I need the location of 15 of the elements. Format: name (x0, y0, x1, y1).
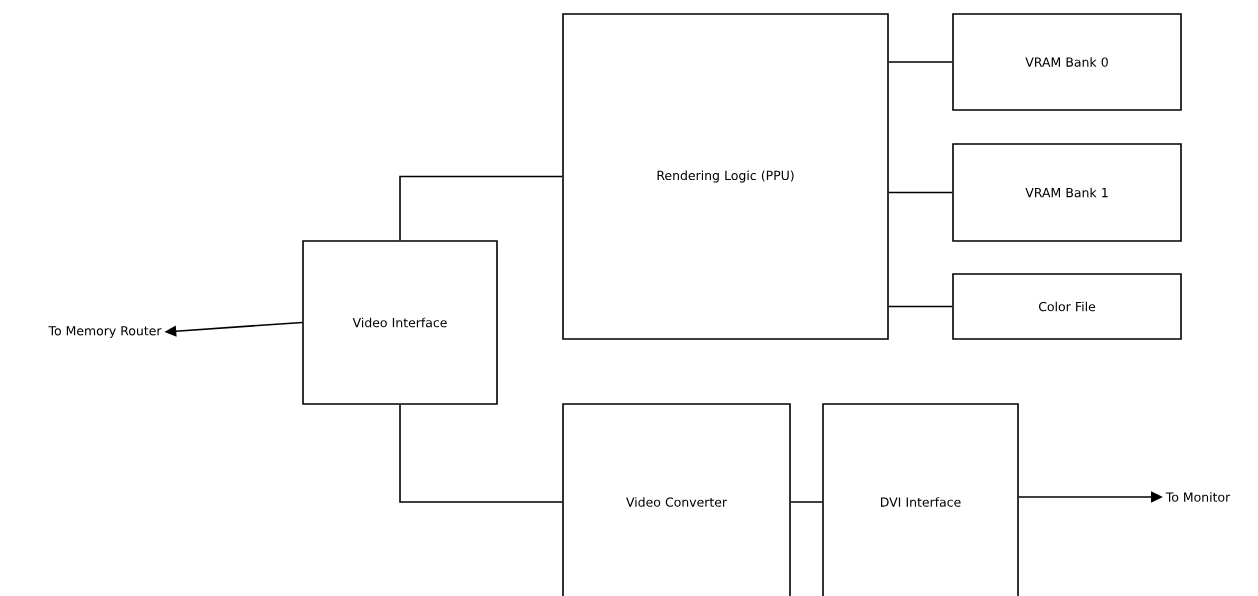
block-box: VRAM Bank 1 (952, 143, 1182, 242)
block-box: Rendering Logic (PPU) (562, 13, 889, 340)
port-label: To Monitor (1165, 492, 1231, 502)
block-box: VRAM Bank 0 (952, 13, 1182, 111)
connector (888, 305, 953, 308)
connector (399, 404, 563, 503)
block-box: Color File (952, 273, 1182, 340)
block-box: DVI Interface (822, 403, 1019, 596)
connector (888, 191, 953, 194)
port-label: To Memory Router (48, 326, 162, 338)
connector (790, 501, 823, 503)
block-box: Video Interface (302, 240, 498, 405)
connector (888, 61, 953, 63)
connector (399, 175, 563, 241)
block-box: Video Converter (562, 403, 791, 596)
